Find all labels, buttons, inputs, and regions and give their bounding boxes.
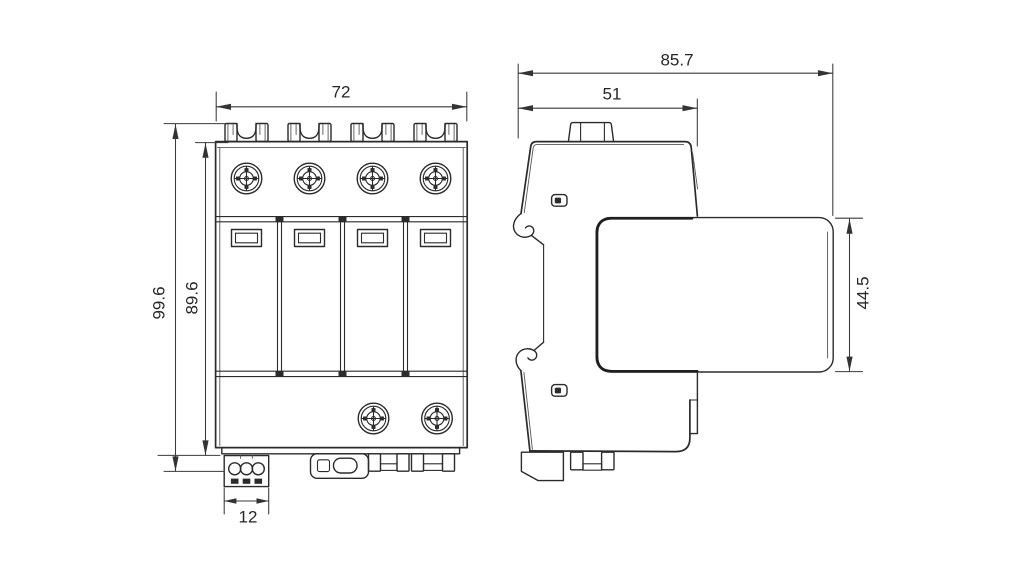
front-view bbox=[214, 122, 469, 488]
dim-label-height-89-6: 89.6 bbox=[182, 281, 202, 315]
dim-label-module-44-5: 44.5 bbox=[853, 276, 873, 310]
dim-label-depth-51: 51 bbox=[602, 84, 622, 104]
din-claw-upper bbox=[512, 212, 535, 238]
dim-label-terminal-12: 12 bbox=[238, 507, 258, 527]
side-top-terminal bbox=[567, 121, 615, 143]
side-bottom-feet bbox=[520, 451, 615, 482]
aux-terminal-block bbox=[223, 454, 270, 488]
din-release-clip bbox=[309, 453, 370, 479]
dimension-lines bbox=[157, 63, 864, 515]
dim-label-width-72: 72 bbox=[331, 82, 351, 102]
latch-marks bbox=[550, 193, 568, 397]
din-claw-lower bbox=[515, 348, 538, 372]
front-body-outline bbox=[214, 140, 469, 449]
top-terminal-clamps bbox=[224, 122, 458, 143]
plug-module-profile bbox=[595, 216, 834, 373]
module-separators bbox=[276, 221, 409, 372]
side-view bbox=[512, 121, 834, 482]
bottom-feet bbox=[367, 453, 456, 472]
bottom-terminal-screws bbox=[357, 402, 453, 435]
dim-label-height-99-6: 99.6 bbox=[149, 286, 169, 320]
top-terminal-screws bbox=[230, 162, 452, 195]
dim-label-depth-85-7: 85.7 bbox=[660, 50, 694, 70]
